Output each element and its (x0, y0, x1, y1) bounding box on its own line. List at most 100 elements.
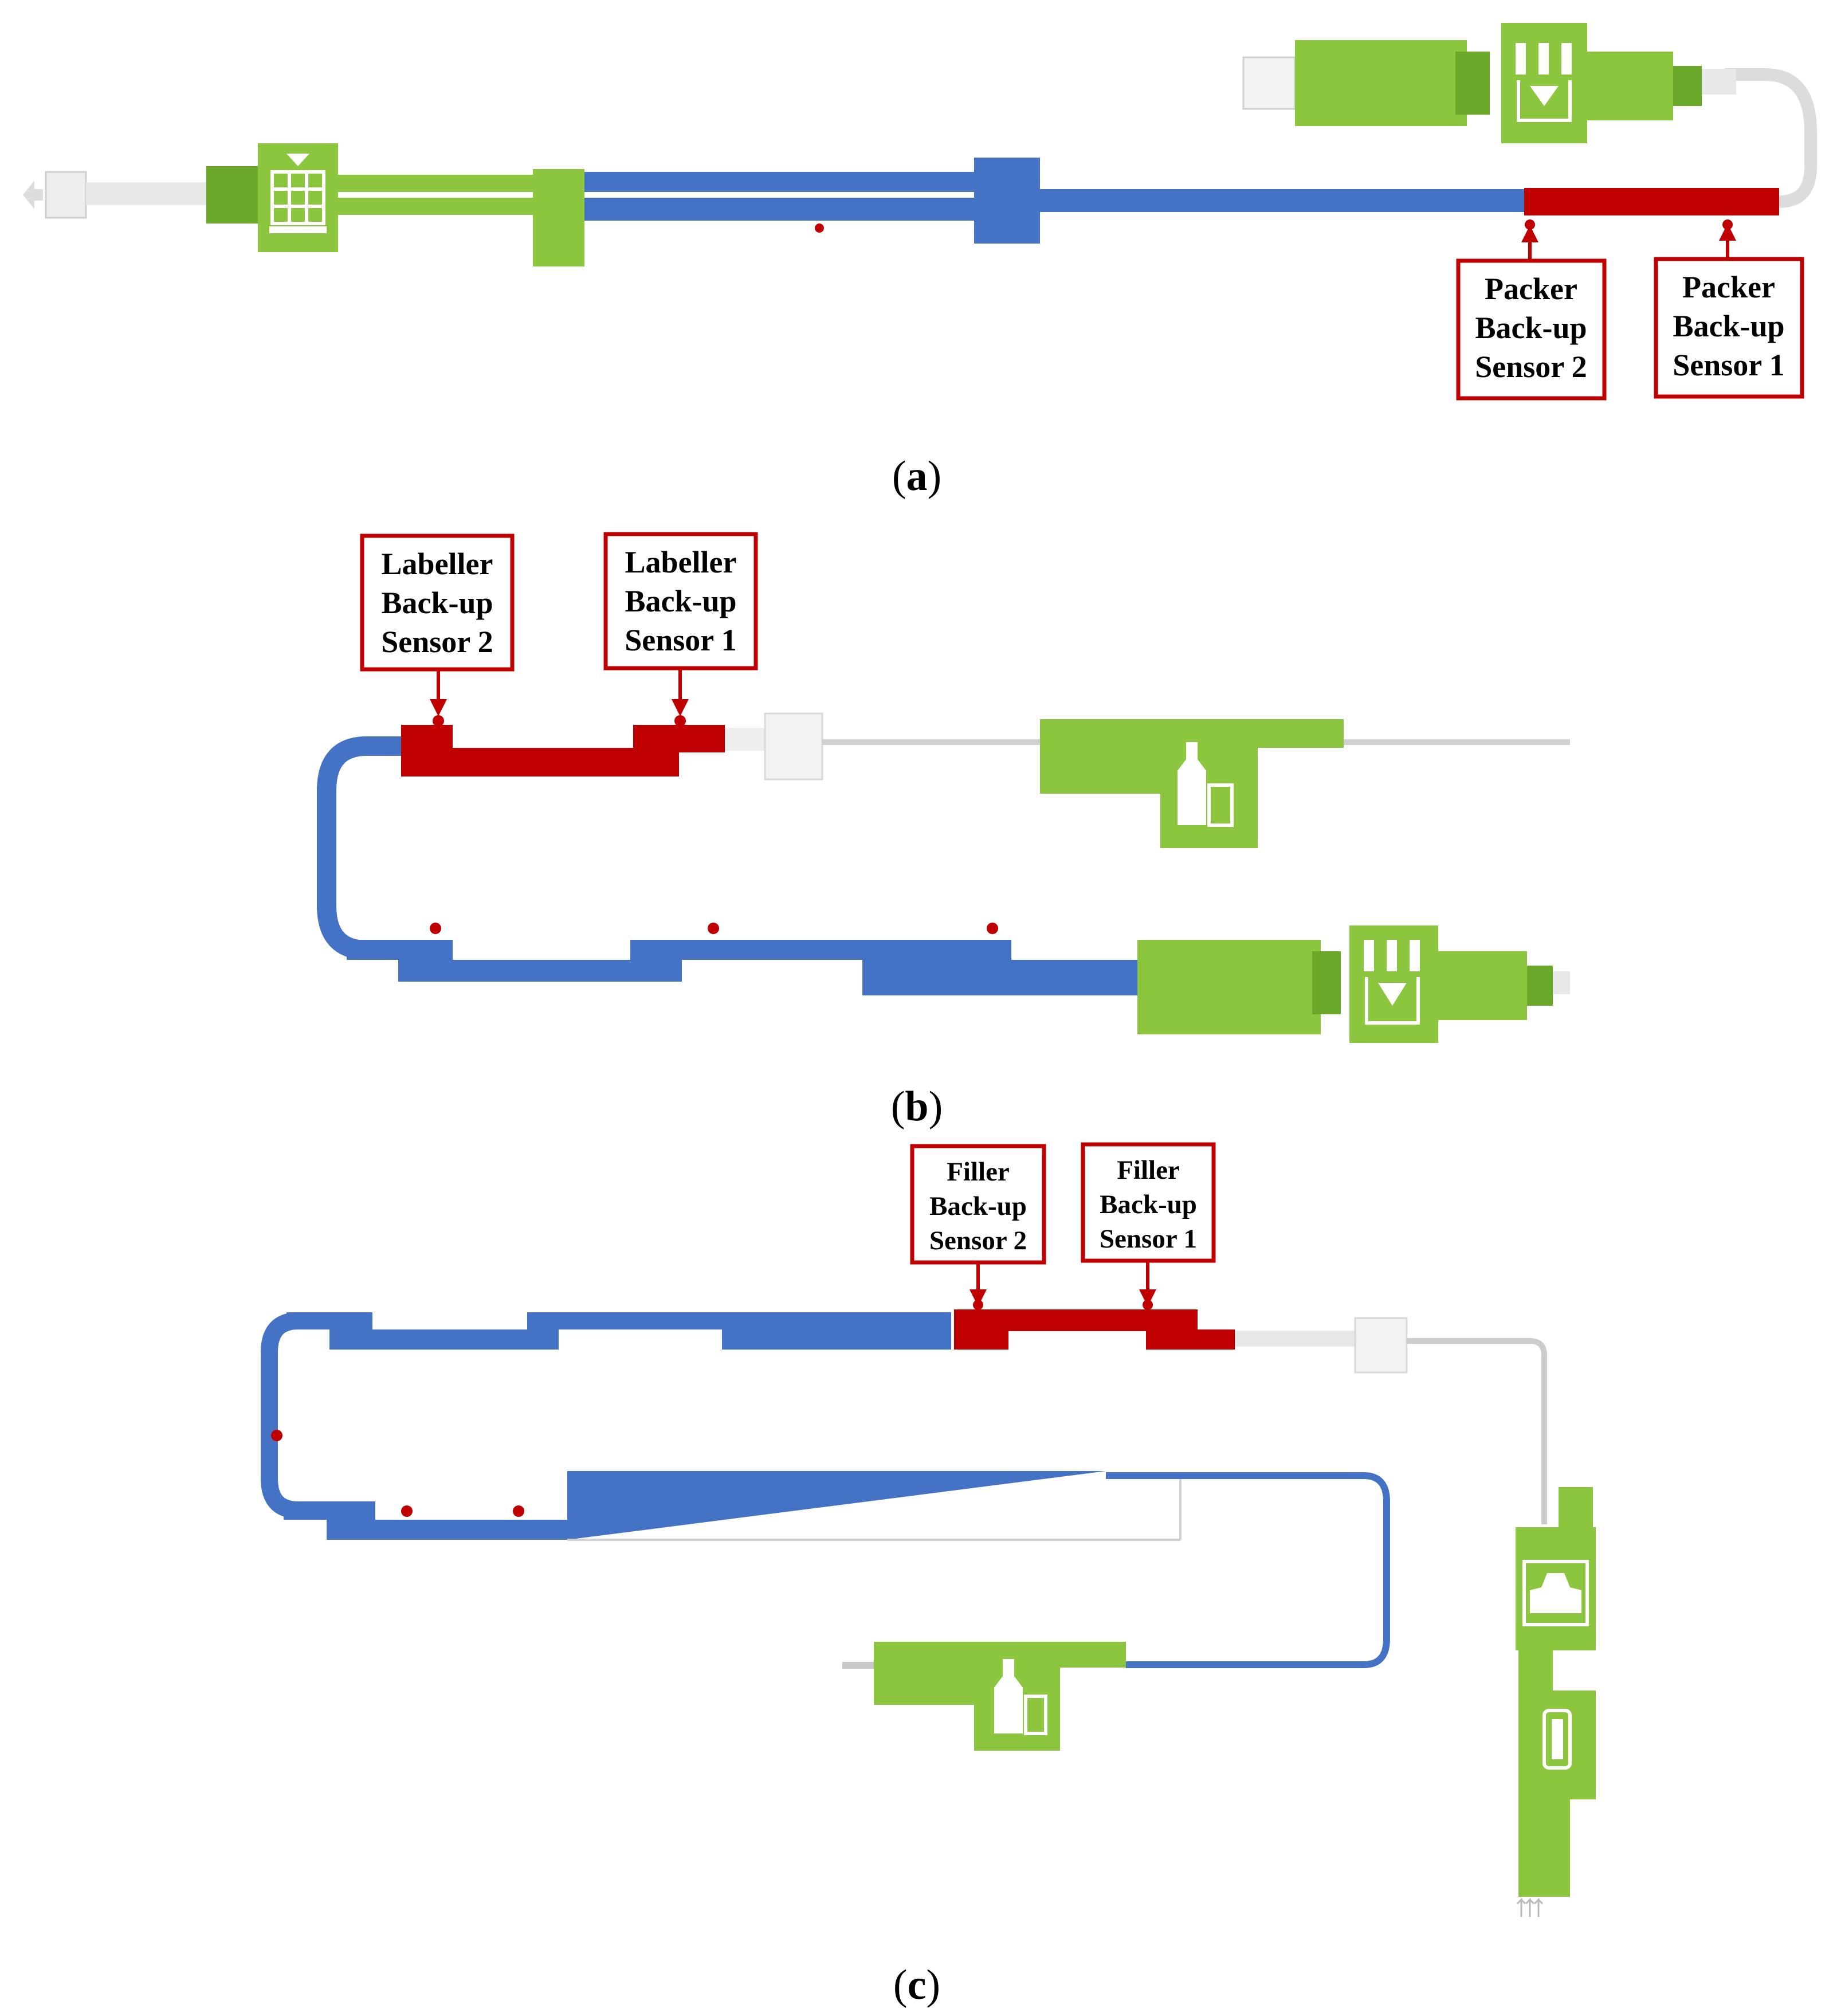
bottle-pack-icon (1364, 940, 1420, 1025)
conveyor-segment (398, 960, 682, 982)
conveyor-segment (753, 1312, 951, 1329)
idle-conveyor (1242, 56, 1296, 110)
conveyor-segment (317, 736, 407, 960)
sensor-label: Sensor 2 (929, 1226, 1027, 1256)
machine-labeller (1040, 719, 1160, 794)
sensor-dot (708, 923, 719, 934)
machine-filler (874, 1642, 974, 1705)
bottle-fill-icon (994, 1659, 1047, 1735)
conveyor-segment (584, 198, 980, 221)
idle-conveyor (86, 182, 206, 205)
conveyor-segment (1106, 1472, 1390, 1668)
packer-sensor-1-dot (1722, 219, 1733, 230)
conveyor-segment (630, 940, 1011, 960)
sensor-label: Sensor 1 (625, 623, 737, 657)
backup-zone-labeller (401, 725, 453, 776)
sensor-label: Packer (1485, 272, 1577, 306)
conveyor-segment (329, 1329, 559, 1350)
backup-zone-filler (1198, 1329, 1235, 1350)
sensor-label: Labeller (625, 545, 737, 579)
sensor-dot (815, 223, 824, 233)
green-lane (533, 169, 584, 266)
sensor-label-box (1081, 1142, 1216, 1263)
bottle-label-icon (1177, 742, 1234, 827)
rinser-icon (1522, 1560, 1589, 1626)
sensor-dot (430, 923, 441, 934)
backup-zone-labeller (633, 725, 679, 776)
panel-b: Labeller Back-up Sensor 2 Labeller Back-… (317, 532, 1570, 1130)
sensor-label-box (910, 1144, 1046, 1265)
sensor-label: Sensor 1 (1100, 1224, 1197, 1254)
bottle-pack-icon (1516, 43, 1572, 122)
sensor-label: Filler (1117, 1155, 1180, 1185)
idle-conveyor (1235, 1331, 1358, 1347)
conveyor-segment (722, 1329, 951, 1350)
conveyor-segment (284, 1501, 375, 1520)
filler-sensor-1-dot (1143, 1300, 1153, 1310)
idle-conveyor (725, 728, 765, 751)
machine-packer (1137, 940, 1321, 1034)
flow-arrow-icon (23, 181, 43, 209)
panel-caption: (c) (893, 1962, 940, 2009)
pallet-icon (269, 154, 327, 233)
accumulation-table (974, 158, 1040, 244)
idle-conveyor (822, 739, 1040, 745)
accumulation-table (567, 1471, 1106, 1540)
machine-packer (1295, 40, 1467, 126)
idle-conveyor (45, 171, 87, 219)
conveyor-segment (527, 1312, 753, 1329)
flow-arrow-icon (1516, 1897, 1544, 1917)
machine-rinser (1559, 1487, 1593, 1533)
sensor-dot (513, 1505, 524, 1517)
idle-conveyor (1344, 739, 1570, 745)
sensor-label: Labeller (382, 547, 493, 581)
idle-conveyor (1725, 68, 1817, 208)
sensor-label: Sensor 2 (1475, 350, 1587, 384)
packer-sensor-2-dot (1525, 219, 1535, 230)
panel-caption: (b) (891, 1083, 943, 1130)
backup-zone-filler (1146, 1309, 1198, 1350)
machine-packer (1527, 966, 1553, 1006)
machine-packer (1673, 66, 1702, 106)
sensor-label: Back-up (1673, 309, 1784, 343)
sensor-label-box (1654, 257, 1804, 399)
rinser-icon (1542, 1709, 1572, 1770)
sensor-label: Back-up (929, 1191, 1027, 1221)
idle-conveyor (1407, 1338, 1547, 1524)
backup-zone-filler (954, 1309, 1008, 1350)
green-lane (338, 198, 539, 215)
sensor-label: Back-up (381, 586, 493, 620)
sensor-label: Back-up (1100, 1190, 1197, 1219)
idle-conveyor (764, 712, 823, 780)
machine-depal (1518, 1799, 1570, 1897)
panel-a: Packer Back-up Sensor 2 Packer Back-up S… (23, 23, 1817, 500)
machine-labeller (1258, 719, 1344, 748)
idle-conveyor (1553, 971, 1570, 994)
panel-caption: (a) (892, 453, 941, 500)
machine-packer (1312, 951, 1341, 1014)
sensor-label-box (603, 532, 758, 670)
panel-c: Filler Back-up Sensor 2 Filler Back-up S… (261, 1142, 1596, 2009)
machine-packer (1587, 52, 1673, 120)
machine-rinser (1518, 1650, 1553, 1691)
idle-conveyor (1702, 69, 1736, 95)
machine-filler (1060, 1642, 1126, 1668)
idle-conveyor (1354, 1317, 1408, 1374)
conveyor-segment (862, 960, 1137, 995)
sensor-label: Filler (947, 1157, 1010, 1187)
conveyor-segment (1040, 189, 1524, 212)
machine-packer (1455, 52, 1490, 115)
sensor-label-box (360, 534, 515, 672)
conveyor-segment (261, 1312, 332, 1519)
sensor-dot (401, 1505, 413, 1517)
sensor-label: Sensor 2 (381, 625, 493, 659)
filler-sensor-2-dot (973, 1300, 983, 1310)
sensor-dot (987, 923, 998, 934)
sensor-label-box (1456, 258, 1607, 401)
labeller-sensor-1-dot (674, 715, 686, 727)
conveyor-segment (347, 940, 453, 960)
backup-zone-packer (1524, 188, 1779, 215)
backup-zone-labeller (679, 725, 725, 752)
conveyor-segment (286, 1312, 372, 1329)
